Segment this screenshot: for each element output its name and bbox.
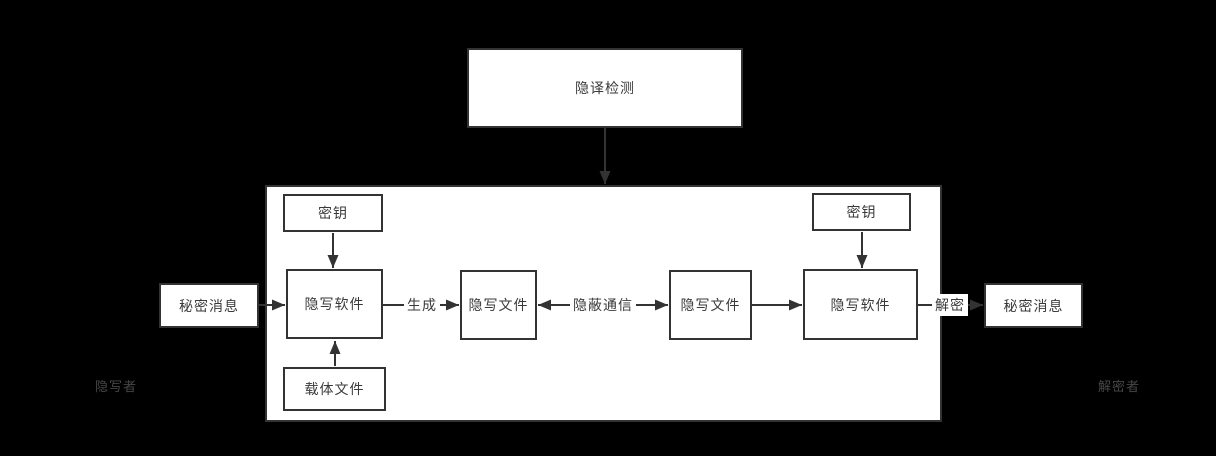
sender-stego-software-label: 隐写软件 — [304, 296, 365, 312]
sender-secret-message-box: 秘密消息 — [159, 283, 259, 328]
carrier-file-label: 载体文件 — [304, 381, 365, 397]
receiver-stego-software-box: 隐写软件 — [803, 269, 918, 340]
steganographer-role-label: 隐写者 — [95, 379, 138, 394]
steganalysis-detection-label: 隐译检测 — [575, 80, 635, 96]
sender-key-label: 密钥 — [318, 205, 348, 221]
decryptor-role-label: 解密者 — [1098, 379, 1141, 394]
receiver-key-box: 密钥 — [812, 193, 911, 231]
decrypt-arrow-label: 解密 — [932, 294, 968, 316]
sender-key-box: 密钥 — [283, 194, 383, 232]
receiver-key-label: 密钥 — [846, 204, 877, 220]
stego-file-right-label: 隐写文件 — [680, 297, 741, 313]
covert-communication-arrow-label: 隐蔽通信 — [570, 294, 636, 316]
receiver-secret-message-box: 秘密消息 — [984, 283, 1083, 328]
stego-file-right-box: 隐写文件 — [669, 270, 752, 340]
receiver-stego-software-label: 隐写软件 — [830, 296, 891, 313]
stego-file-left-label: 隐写文件 — [468, 297, 529, 313]
receiver-secret-message-label: 秘密消息 — [1003, 297, 1064, 314]
stego-file-left-box: 隐写文件 — [460, 270, 537, 340]
generate-arrow-label: 生成 — [404, 294, 440, 316]
carrier-file-box: 载体文件 — [283, 367, 386, 411]
sender-stego-software-box: 隐写软件 — [286, 269, 383, 339]
sender-secret-message-label: 秘密消息 — [179, 297, 239, 314]
steganalysis-detection-box: 隐译检测 — [467, 48, 743, 128]
